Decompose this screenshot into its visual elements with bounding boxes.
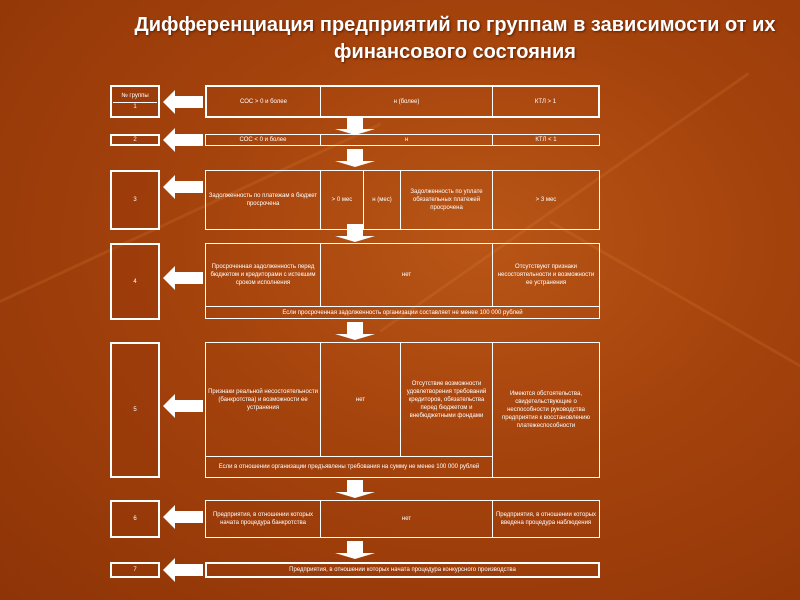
group-box-3: 3 [110, 170, 160, 230]
arrow-down-icon [335, 224, 375, 242]
criteria-cell: нет [320, 500, 493, 538]
arrow-left-icon [163, 394, 203, 418]
criteria-cell: Предприятия, в отношении которых начата … [205, 562, 600, 578]
group-box-7: 7 [110, 562, 160, 578]
criteria-cell: Предприятия, в отношении которых введена… [492, 500, 600, 538]
group-number: 2 [133, 137, 137, 143]
criteria-cell: нет [320, 243, 493, 307]
arrow-down-icon [335, 117, 375, 135]
criteria-cell: Отсутствуют признаки несостоятельности и… [492, 243, 600, 307]
group-box-4: 4 [110, 243, 160, 320]
arrow-left-icon [163, 266, 203, 290]
criteria-footer: Если в отношении организации предъявлены… [205, 456, 493, 478]
criteria-cell: Имеются обстоятельства, свидетельствующи… [492, 342, 600, 478]
arrow-left-icon [163, 558, 203, 582]
group-number: 1 [133, 104, 137, 110]
arrow-down-icon [335, 322, 375, 340]
criteria-footer: Если просроченная задолженность организа… [205, 306, 600, 319]
group-number: 3 [133, 197, 137, 203]
criteria-cell: Признаки реальной несостоятельности (бан… [205, 342, 321, 457]
criteria-cell: > 3 мес [492, 170, 600, 230]
arrow-down-icon [335, 149, 375, 167]
criteria-cell: Предприятия, в отношении которых начата … [205, 500, 321, 538]
group-box-6: 6 [110, 500, 160, 538]
group-header: № группы [113, 92, 157, 103]
arrow-left-icon [163, 90, 203, 114]
group-box-5: 5 [110, 342, 160, 478]
arrow-left-icon [163, 175, 203, 199]
criteria-cell: нет [320, 342, 401, 457]
criteria-cell: СОС > 0 и более [205, 85, 321, 118]
criteria-cell: СОС < 0 и более [205, 134, 321, 146]
criteria-cell: Отсутствие возможности удовлетворения тр… [400, 342, 493, 457]
criteria-cell: н [320, 134, 493, 146]
group-number: 7 [133, 567, 137, 573]
criteria-cell: Просроченная задолженность перед бюджето… [205, 243, 321, 307]
criteria-cell: н (мес) [363, 170, 401, 230]
group-number: 6 [133, 516, 137, 522]
group-number: 5 [133, 407, 137, 413]
group-box-2: 2 [110, 134, 160, 146]
criteria-cell: > 0 мес [320, 170, 364, 230]
group-number: 4 [133, 278, 137, 285]
arrow-down-icon [335, 541, 375, 559]
criteria-cell: н (более) [320, 85, 493, 118]
criteria-cell: КТЛ < 1 [492, 134, 600, 146]
criteria-cell: Задолженность по платежам в бюджет проср… [205, 170, 321, 230]
arrow-left-icon [163, 505, 203, 529]
arrow-down-icon [335, 480, 375, 498]
arrow-left-icon [163, 128, 203, 152]
criteria-cell: Задолженность по уплате обязательных пла… [400, 170, 493, 230]
slide-title: Дифференциация предприятий по группам в … [134, 14, 776, 63]
criteria-cell: КТЛ > 1 [492, 85, 600, 118]
group-box-1: № группы 1 [110, 85, 160, 118]
